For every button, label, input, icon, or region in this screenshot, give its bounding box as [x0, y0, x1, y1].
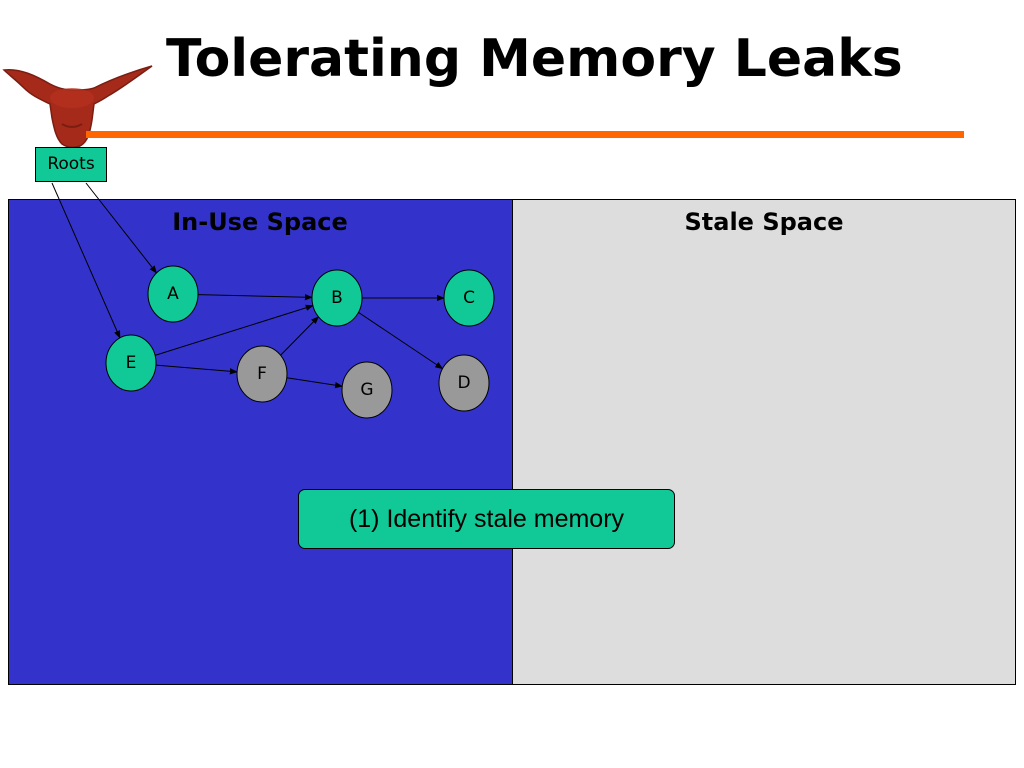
node-d-circle [438, 354, 490, 412]
node-b-circle [311, 269, 363, 327]
node-b: B [311, 269, 363, 327]
node-e-circle [105, 334, 157, 392]
edge-e-to-f [155, 364, 238, 375]
stale-space-heading: Stale Space [684, 208, 844, 236]
node-d: D [438, 354, 490, 412]
node-f-circle [236, 345, 288, 403]
node-d-label: D [457, 373, 470, 393]
node-g: G [341, 361, 393, 419]
node-a-label: A [167, 284, 179, 304]
roots-box: Roots [35, 147, 107, 182]
edge-a-to-b [197, 294, 313, 301]
identify-stale-memory-callout: (1) Identify stale memory [298, 489, 675, 549]
node-layer: A B C D E F G [105, 265, 495, 419]
node-c-circle [443, 269, 495, 327]
node-e: E [105, 334, 157, 392]
edge-f-to-g [286, 377, 344, 389]
title-divider [86, 131, 964, 138]
node-c-label: C [463, 288, 475, 308]
edge-f-to-b [280, 316, 320, 356]
node-g-circle [341, 361, 393, 419]
node-b-label: B [331, 288, 343, 308]
node-f: F [236, 345, 288, 403]
node-f-label: F [257, 364, 267, 384]
edge-roots-to-a [85, 182, 158, 274]
node-a: A [147, 265, 199, 323]
in-use-space-panel [8, 199, 512, 685]
node-c: C [443, 269, 495, 327]
node-a-circle [147, 265, 199, 323]
node-e-label: E [126, 353, 137, 373]
edge-e-to-b [154, 304, 314, 356]
edge-b-to-d [358, 311, 444, 370]
in-use-space-heading: In-Use Space [172, 208, 348, 236]
slide-title: Tolerating Memory Leaks [166, 29, 903, 89]
edge-layer [51, 182, 445, 389]
stale-space-panel [512, 199, 1016, 685]
edge-roots-to-e [51, 182, 121, 339]
node-g-label: G [360, 380, 373, 400]
longhorn-logo-icon [2, 65, 153, 148]
